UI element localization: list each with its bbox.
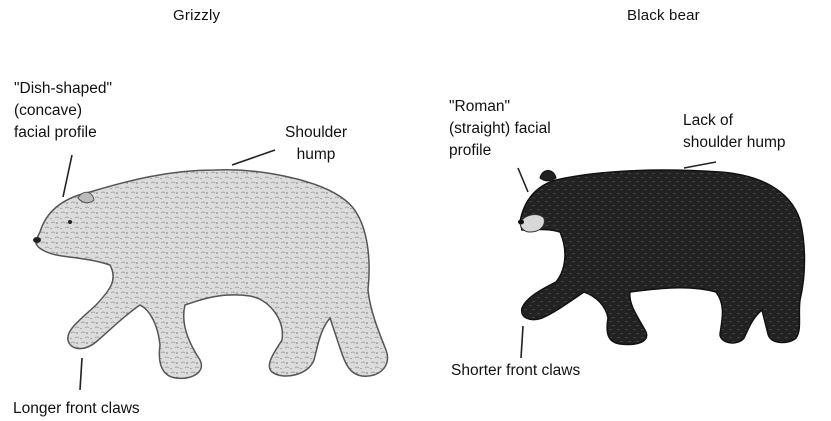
short-claw-pointer-line — [521, 326, 523, 358]
roman-pointer-line — [518, 168, 528, 192]
grizzly-face-label-line-3: facial profile — [14, 122, 112, 144]
grizzly-hump-label: Shoulder hump — [285, 122, 347, 166]
black-bear-ear — [540, 171, 556, 182]
black-bear-title: Black bear — [627, 7, 700, 24]
grizzly-bear-illustration — [33, 170, 388, 379]
black-bear-hump-label-line-1: Lack of — [683, 110, 786, 132]
black-bear-illustration — [518, 170, 805, 344]
grizzly-hump-label-line-1: Shoulder — [285, 122, 347, 144]
black-bear-hump-label-line-2: shoulder hump — [683, 132, 786, 154]
grizzly-title: Grizzly — [173, 7, 220, 24]
black-bear-face-label: "Roman" (straight) facial profile — [449, 96, 551, 162]
grizzly-face-label-line-2: (concave) — [14, 100, 112, 122]
grizzly-hump-label-line-2: hump — [285, 144, 347, 166]
face-pointer-line — [63, 155, 72, 197]
black-bear-nose — [518, 220, 524, 225]
black-bear-claw-label: Shorter front claws — [451, 360, 580, 382]
hump-pointer-line — [232, 150, 275, 165]
grizzly-claw-label: Longer front claws — [13, 398, 140, 420]
grizzly-face-label: "Dish-shaped" (concave) facial profile — [14, 78, 112, 144]
black-bear-face-label-line-1: "Roman" — [449, 96, 551, 118]
grizzly-eye — [68, 220, 72, 224]
no-hump-pointer-line — [684, 162, 716, 168]
black-bear-body — [520, 170, 805, 344]
black-bear-face-label-line-3: profile — [449, 140, 551, 162]
grizzly-nose — [33, 237, 41, 243]
claw-pointer-line — [80, 358, 82, 390]
black-bear-hump-label: Lack of shoulder hump — [683, 110, 786, 154]
black-bear-face-label-line-2: (straight) facial — [449, 118, 551, 140]
grizzly-face-label-line-1: "Dish-shaped" — [14, 78, 112, 100]
